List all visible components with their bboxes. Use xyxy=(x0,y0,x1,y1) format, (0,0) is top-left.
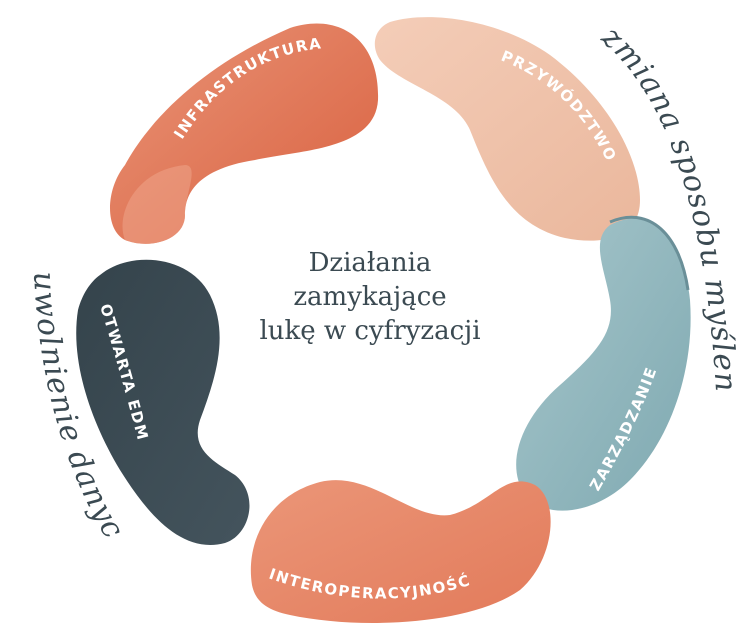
segment-infrastruktura: INFRASTRUKTURA xyxy=(110,23,379,244)
center-title-line-3: lukę w cyfryzacji xyxy=(259,316,481,346)
segment-interoperacyjnosc-shape xyxy=(250,480,551,623)
center-title: Działania zamykające lukę w cyfryzacji xyxy=(240,246,500,348)
segment-interoperacyjnosc: INTEROPERACYJNOŚĆ xyxy=(250,480,551,623)
segment-przywodztwo: PRZYWÓDZTWO xyxy=(374,17,640,241)
segment-otwarta-edm: OTWARTA EDM xyxy=(76,259,250,545)
segment-zarzadzanie-shape xyxy=(516,218,691,511)
center-title-line-1: Działania xyxy=(308,248,432,278)
center-title-line-2: zamykające xyxy=(293,282,447,312)
segment-otwarta-edm-shape xyxy=(76,259,250,545)
segment-przywodztwo-shape xyxy=(374,17,640,241)
segment-zarzadzanie: ZARZĄDZANIE xyxy=(516,215,691,511)
segment-zarzadzanie-rim xyxy=(609,215,690,291)
segment-infrastruktura-highlight xyxy=(122,165,192,244)
